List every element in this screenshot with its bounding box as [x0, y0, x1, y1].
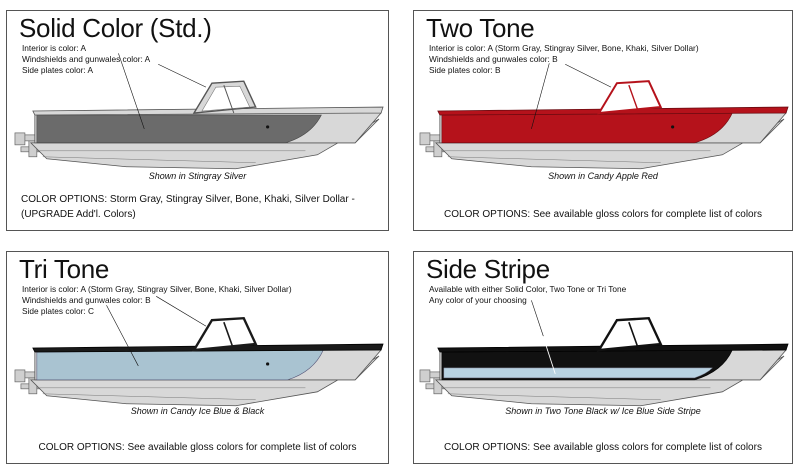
tri-tone-panel: Tri Tone Interior is color: A (Storm Gra… [6, 251, 389, 464]
side-plate-color [36, 114, 322, 144]
side-stripe [443, 367, 714, 379]
hull-bottom [29, 355, 380, 407]
spec-list: Interior is color: A (Storm Gray, Stingr… [429, 43, 699, 76]
boat-illustration [419, 300, 789, 407]
boat-illustration [14, 53, 384, 170]
boat-caption: Shown in Candy Apple Red [548, 171, 658, 181]
spec-line: Windshields and gunwales color: B [429, 54, 558, 64]
panel-title: Side Stripe [426, 254, 550, 284]
spec-list: Interior is color: A Windshields and gun… [22, 43, 150, 76]
spec-list: Available with either Solid Color, Two T… [429, 284, 626, 306]
color-options: COLOR OPTIONS: See available gloss color… [444, 442, 762, 453]
hull-bottom [434, 118, 785, 170]
panel-title: Tri Tone [19, 254, 110, 284]
boat-caption: Shown in Candy Ice Blue & Black [130, 406, 265, 416]
boat-caption: Shown in Stingray Silver [148, 171, 247, 181]
hull-bottom [434, 355, 785, 407]
hull-bottom [29, 118, 380, 170]
windshield [191, 316, 258, 352]
spec-line: Available with either Solid Color, Two T… [429, 284, 627, 294]
spec-list: Interior is color: A (Storm Gray, Stingr… [22, 284, 292, 317]
solid-color-panel: Solid Color (Std.) Interior is color: A … [6, 10, 389, 231]
boat-illustration [419, 63, 789, 170]
panel-title: Two Tone [426, 13, 535, 43]
spec-line: Side plates color: B [429, 65, 501, 75]
side-stripe-panel: Side Stripe Available with either Solid … [413, 251, 793, 464]
color-options: COLOR OPTIONS: See available gloss color… [38, 442, 357, 453]
boat-illustration [14, 296, 384, 407]
side-plate-color [441, 112, 733, 144]
color-options: COLOR OPTIONS: See available gloss color… [444, 209, 762, 220]
spec-line: Any color of your choosing [429, 295, 527, 305]
windshield [597, 80, 663, 115]
windshield [596, 316, 663, 352]
panel-title: Solid Color (Std.) [19, 13, 212, 43]
spec-line: Interior is color: A [22, 43, 87, 53]
boat-caption: Shown in Two Tone Black w/ Ice Blue Side… [505, 406, 701, 416]
color-options: COLOR OPTIONS: Storm Gray, Stingray Silv… [21, 194, 355, 220]
spec-line: Side plates color: C [22, 306, 94, 316]
spec-line: Interior is color: A (Storm Gray, Stingr… [22, 284, 292, 294]
spec-line: Windshields and gunwales color: B [22, 295, 151, 305]
spec-line: Windshields and gunwales color: A [22, 54, 151, 64]
side-plate-color [36, 349, 324, 381]
two-tone-panel: Two Tone Interior is color: A (Storm Gra… [413, 10, 793, 231]
spec-line: Interior is color: A (Storm Gray, Stingr… [429, 43, 699, 53]
spec-line: Side plates color: A [22, 65, 94, 75]
